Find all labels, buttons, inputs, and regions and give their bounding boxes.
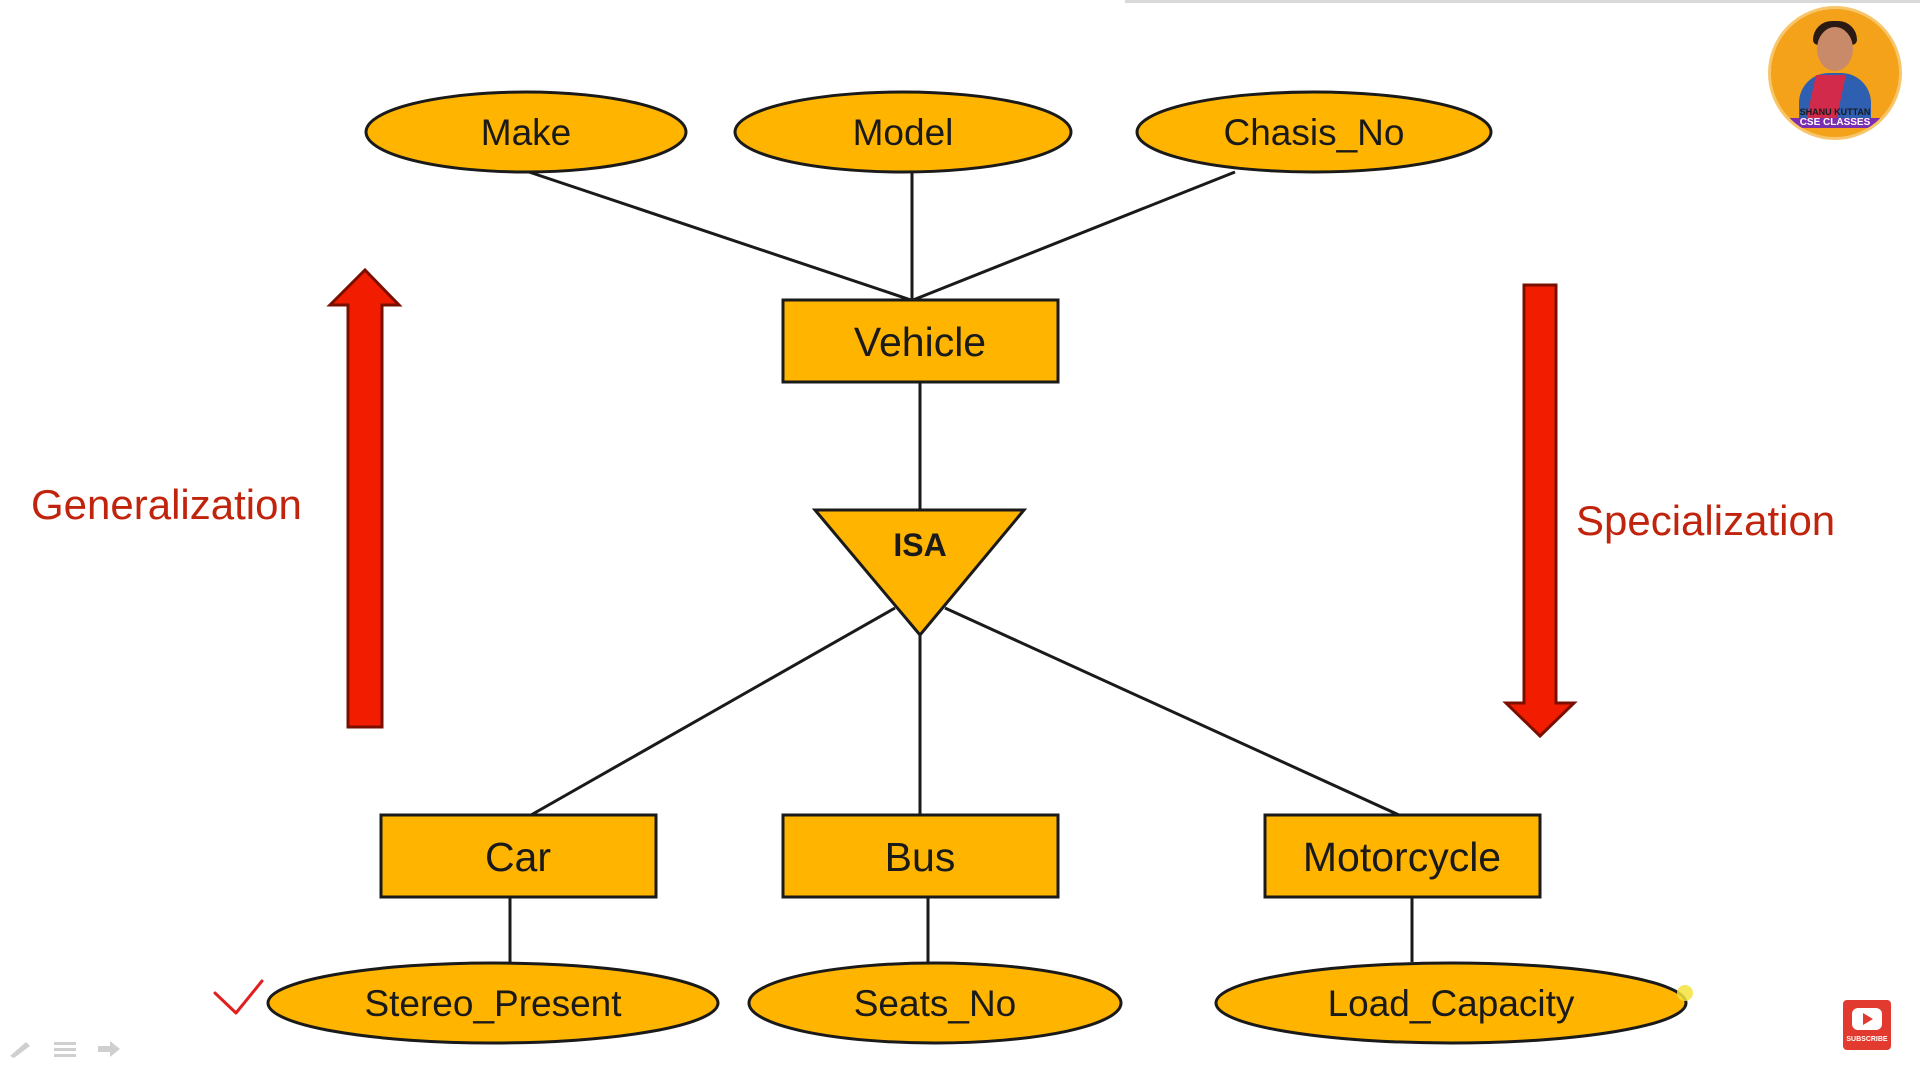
channel-avatar: SHANU KUTTAN CSE CLASSES bbox=[1768, 6, 1902, 140]
avatar-caption: SHANU KUTTAN CSE CLASSES bbox=[1781, 107, 1889, 128]
entity-bus-box bbox=[781, 813, 1060, 899]
entity-vehicle: Vehicle bbox=[781, 298, 1060, 384]
line-make-vehicle bbox=[528, 170, 912, 302]
isa-triangle bbox=[811, 508, 1028, 638]
check-mark-icon bbox=[213, 979, 264, 1015]
attribute-make-label: Make bbox=[481, 112, 571, 153]
entity-bus-label: Bus bbox=[885, 834, 956, 880]
attribute-chasis-no-label: Chasis_No bbox=[1224, 112, 1405, 153]
pen-icon[interactable] bbox=[8, 1040, 34, 1058]
down-arrow bbox=[1502, 283, 1578, 739]
attribute-stereo-present: Stereo_Present bbox=[266, 961, 720, 1045]
entity-car-box bbox=[379, 813, 658, 899]
attribute-seats-no: Seats_No bbox=[747, 961, 1123, 1045]
entity-motorcycle-label: Motorcycle bbox=[1303, 834, 1501, 880]
entity-car: Car bbox=[379, 813, 658, 899]
isa-relationship: ISA bbox=[811, 508, 1028, 638]
line-isa-car bbox=[530, 606, 896, 817]
isa-label: ISA bbox=[893, 527, 946, 563]
attribute-load-capacity: Load_Capacity bbox=[1214, 961, 1688, 1045]
entity-motorcycle-box bbox=[1263, 813, 1542, 899]
attribute-stereo-present-label: Stereo_Present bbox=[364, 983, 622, 1024]
next-slide-icon[interactable] bbox=[96, 1040, 122, 1058]
entity-bus: Bus bbox=[781, 813, 1060, 899]
attribute-chasis-no: Chasis_No bbox=[1135, 90, 1493, 174]
entity-motorcycle: Motorcycle bbox=[1263, 813, 1542, 899]
window-top-border bbox=[1125, 0, 1920, 3]
subscribe-label: SUBSCRIBE bbox=[1846, 1036, 1888, 1043]
channel-subtitle: CSE CLASSES bbox=[1789, 118, 1881, 128]
attribute-seats-no-shape bbox=[747, 961, 1123, 1045]
menu-icon[interactable] bbox=[52, 1040, 78, 1058]
attribute-make: Make bbox=[364, 90, 688, 174]
entity-vehicle-box bbox=[781, 298, 1060, 384]
subscribe-button[interactable]: SUBSCRIBE bbox=[1843, 1000, 1891, 1050]
specialization-label: Specialization bbox=[1576, 497, 1835, 544]
channel-name: SHANU KUTTAN bbox=[1799, 107, 1871, 117]
attribute-make-shape bbox=[364, 90, 688, 174]
line-isa-motorcycle bbox=[944, 606, 1400, 817]
line-chasis-vehicle bbox=[912, 170, 1236, 302]
attribute-model-shape bbox=[733, 90, 1073, 174]
slide-controls bbox=[8, 1040, 122, 1058]
pointer-dot bbox=[1677, 985, 1693, 1001]
youtube-play-icon bbox=[1852, 1008, 1882, 1030]
up-arrow bbox=[326, 267, 403, 729]
entity-car-label: Car bbox=[485, 834, 551, 880]
entity-vehicle-label: Vehicle bbox=[854, 319, 986, 365]
attribute-model-label: Model bbox=[853, 112, 954, 153]
attribute-model: Model bbox=[733, 90, 1073, 174]
attribute-chasis-no-shape bbox=[1135, 90, 1493, 174]
attribute-seats-no-label: Seats_No bbox=[854, 983, 1017, 1024]
avatar-face bbox=[1817, 27, 1853, 71]
attribute-load-capacity-shape bbox=[1214, 961, 1688, 1045]
generalization-label: Generalization bbox=[31, 481, 302, 528]
connector-lines bbox=[508, 170, 1414, 962]
attribute-load-capacity-label: Load_Capacity bbox=[1328, 983, 1575, 1024]
attribute-stereo-present-shape bbox=[266, 961, 720, 1045]
